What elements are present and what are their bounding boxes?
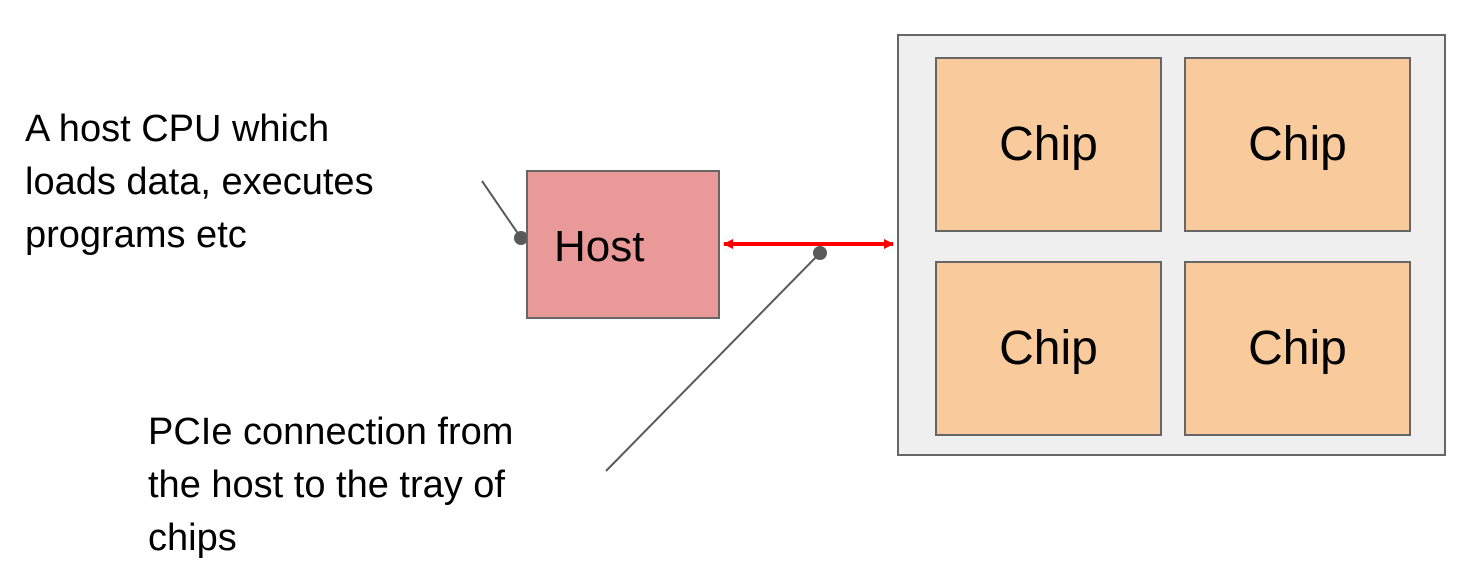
host-annotation-line-1: A host CPU which xyxy=(25,108,330,150)
chip-label: Chip xyxy=(999,321,1098,375)
chip-box: Chip xyxy=(935,57,1162,232)
chip-label: Chip xyxy=(1248,321,1347,375)
chip-label: Chip xyxy=(1248,117,1347,171)
host-annotation-line-3: programs etc xyxy=(25,214,247,256)
pcie-annotation-line-2: the host to the tray of xyxy=(148,464,505,506)
chip-box: Chip xyxy=(1184,57,1411,232)
pcie-callout-dot xyxy=(813,246,827,260)
host-label: Host xyxy=(554,222,645,271)
host-callout-line xyxy=(481,180,522,239)
pcie-annotation-line-1: PCIe connection from xyxy=(148,411,514,453)
host-box: Host xyxy=(526,170,720,319)
host-annotation: A host CPU which loads data, executes pr… xyxy=(25,103,374,262)
chip-label: Chip xyxy=(999,117,1098,171)
pcie-annotation: PCIe connection from the host to the tra… xyxy=(148,406,513,565)
pcie-callout-line xyxy=(605,252,821,472)
chip-box: Chip xyxy=(1184,261,1411,436)
chip-tray: Chip Chip Chip Chip xyxy=(897,34,1446,456)
chip-box: Chip xyxy=(935,261,1162,436)
host-callout-dot xyxy=(514,231,528,245)
host-annotation-line-2: loads data, executes xyxy=(25,161,374,203)
pcie-annotation-line-3: chips xyxy=(148,517,237,559)
